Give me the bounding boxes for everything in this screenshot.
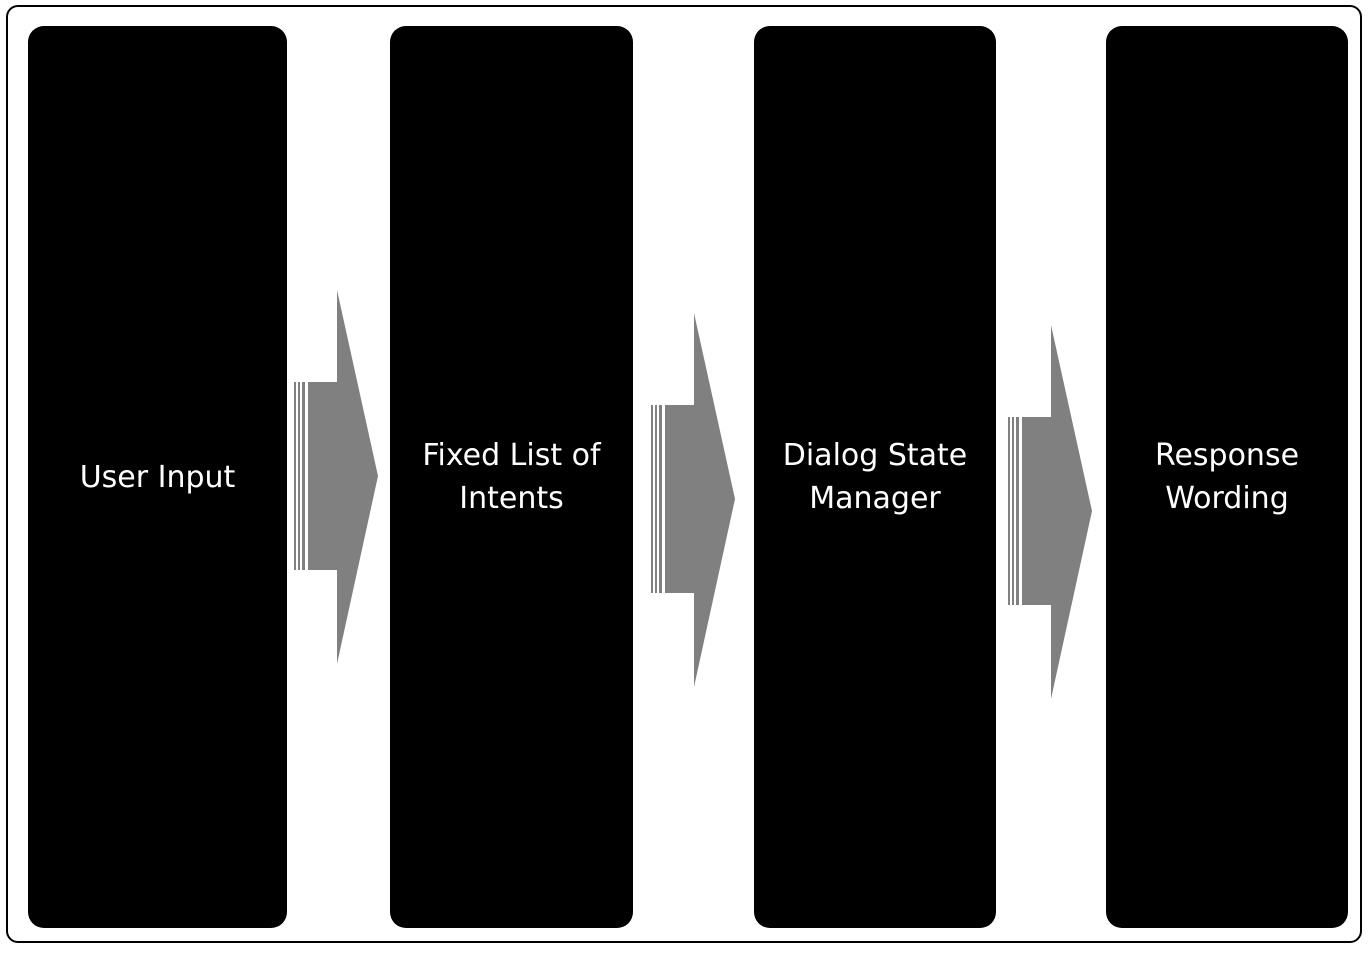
- stage-label: User Input: [79, 459, 236, 495]
- stage-user-input: User Input: [28, 26, 287, 928]
- stage-label: Dialog State Manager: [782, 438, 968, 516]
- stage-dialog-state-manager: Dialog State Manager: [754, 26, 996, 928]
- right-arrow-icon: [1008, 325, 1092, 699]
- stage-fixed-list-of-intents: Fixed List of Intents: [390, 26, 633, 928]
- right-arrow-icon: [651, 313, 735, 687]
- stage-response-wording: Response Wording: [1106, 26, 1348, 928]
- stage-label: Fixed List of Intents: [422, 438, 601, 516]
- stage-label: Response Wording: [1154, 438, 1300, 516]
- right-arrow-icon: [294, 290, 378, 664]
